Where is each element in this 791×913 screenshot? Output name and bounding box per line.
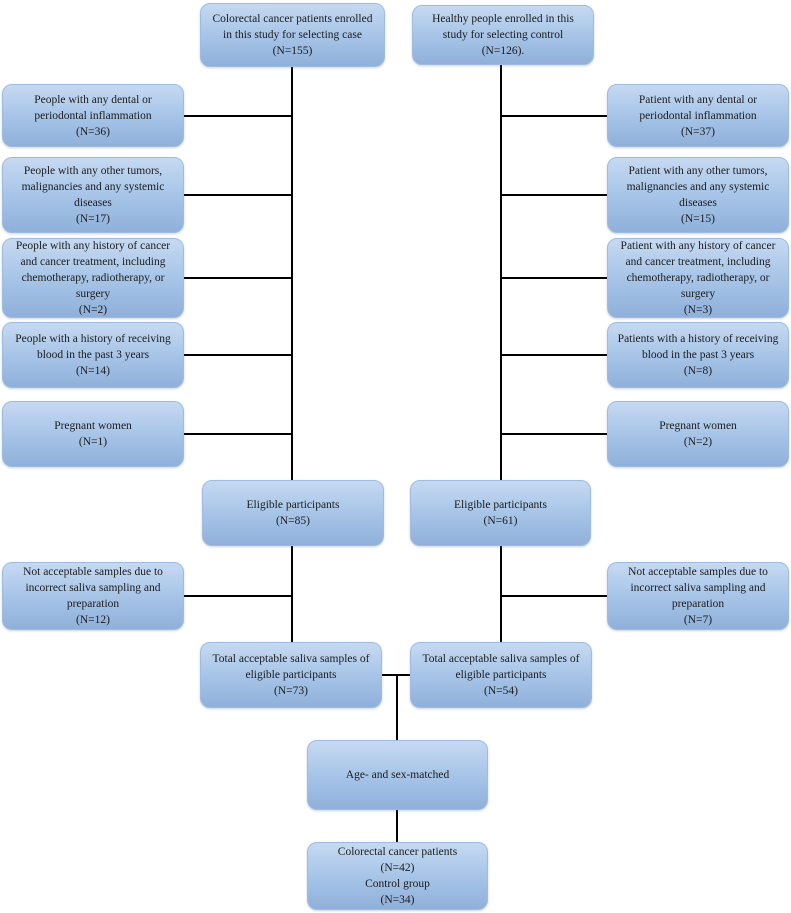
node-control-exclusion-pregnant: Pregnant women (N=2) <box>607 401 789 467</box>
node-age-sex-matched: Age- and sex-matched <box>307 740 488 810</box>
connector-line-control-exclusion-2 <box>501 194 608 196</box>
connector-line-case-exclusion-1 <box>183 115 293 117</box>
connector-line-case-exclusion-3 <box>183 277 293 279</box>
node-total-acceptable-control: Total acceptable saliva samples of eligi… <box>410 642 592 708</box>
connector-line-control-exclusion-3 <box>501 277 608 279</box>
node-case-exclusion-tumors: People with any other tumors, malignanci… <box>2 157 184 233</box>
node-not-acceptable-case: Not acceptable samples due to incorrect … <box>2 562 184 630</box>
connector-line-control-spine-lower <box>500 546 502 643</box>
node-control-exclusion-cancer-history: Patient with any history of cancer and c… <box>607 238 789 318</box>
connector-line-case-spine <box>291 66 293 482</box>
node-case-exclusion-pregnant: Pregnant women (N=1) <box>2 401 184 467</box>
connector-line-total-link <box>381 674 412 676</box>
connector-line-case-exclusion-4 <box>183 354 293 356</box>
node-total-acceptable-case: Total acceptable saliva samples of eligi… <box>200 642 382 708</box>
connector-line-case-spine-lower <box>291 546 293 643</box>
node-final-groups: Colorectal cancer patients (N=42) Contro… <box>307 842 488 910</box>
node-eligible-control: Eligible participants (N=61) <box>410 480 591 546</box>
connector-line-control-spine <box>500 64 502 481</box>
node-control-exclusion-dental: Patient with any dental or periodontal i… <box>607 84 789 147</box>
connector-line-control-exclusion-4 <box>501 354 608 356</box>
connector-line-merge-to-match <box>396 674 398 740</box>
connector-line-case-exclusion-5 <box>183 433 293 435</box>
connector-line-match-to-final <box>396 810 398 843</box>
node-control-exclusion-blood: Patients with a history of receiving blo… <box>607 322 789 388</box>
node-enrolled-case: Colorectal cancer patients enrolled in t… <box>200 3 385 67</box>
node-not-acceptable-control: Not acceptable samples due to incorrect … <box>607 562 789 630</box>
node-control-exclusion-tumors: Patient with any other tumors, malignanc… <box>607 157 789 233</box>
connector-line-control-not-acceptable <box>501 595 608 597</box>
connector-line-case-not-acceptable <box>183 595 293 597</box>
connector-line-control-exclusion-5 <box>501 433 608 435</box>
node-case-exclusion-blood: People with a history of receiving blood… <box>2 322 184 388</box>
node-case-exclusion-cancer-history: People with any history of cancer and ca… <box>2 238 184 318</box>
connector-line-control-exclusion-1 <box>501 115 608 117</box>
node-enrolled-control: Healthy people enrolled in this study fo… <box>412 5 594 65</box>
node-case-exclusion-dental: People with any dental or periodontal in… <box>2 84 184 147</box>
node-eligible-case: Eligible participants (N=85) <box>202 480 384 546</box>
connector-line-case-exclusion-2 <box>183 194 293 196</box>
